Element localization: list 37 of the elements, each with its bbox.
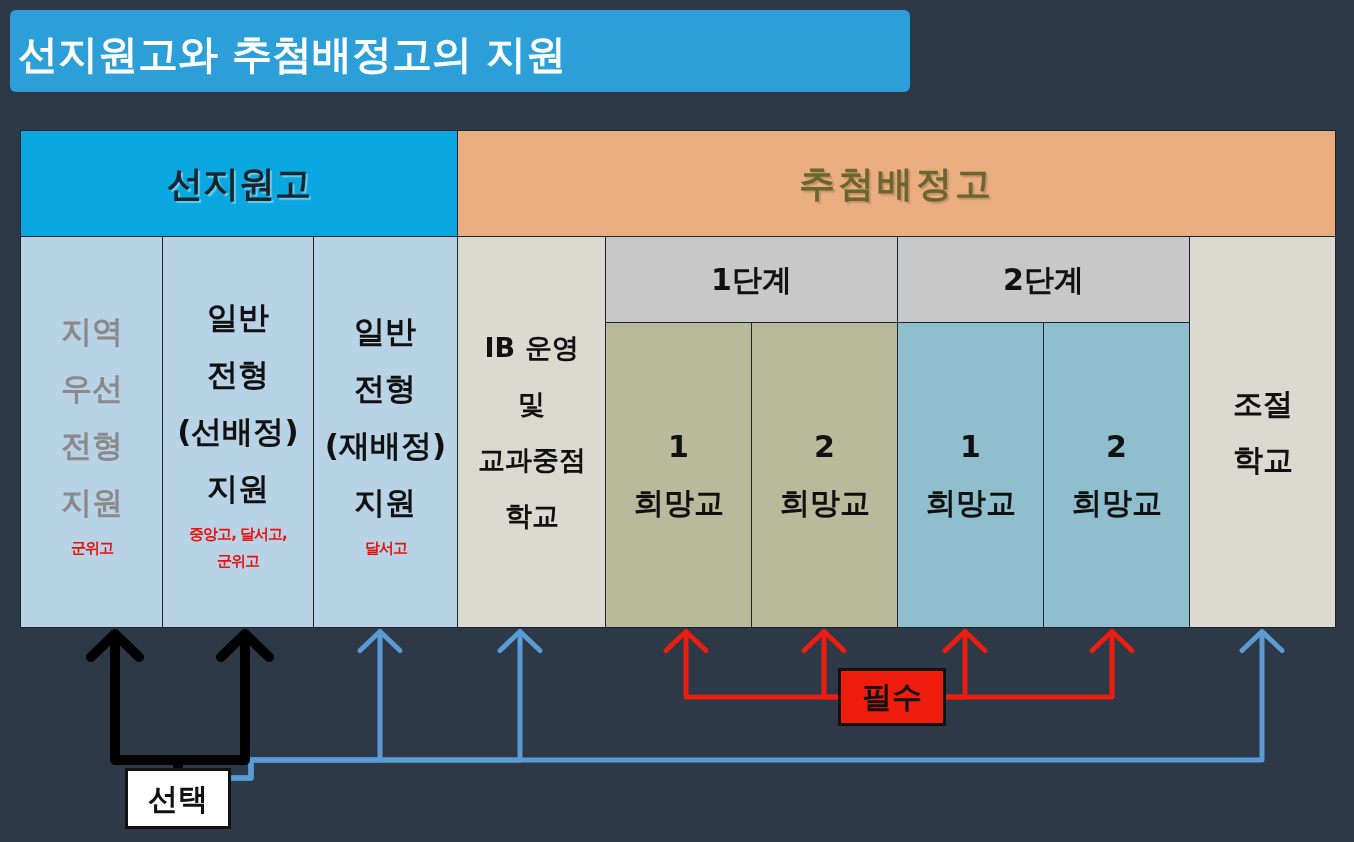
- header-band: [20, 130, 458, 237]
- tag-label: 선택: [148, 779, 208, 818]
- header-text: 추첨배정고: [799, 162, 994, 206]
- tag-box: [125, 768, 231, 829]
- school-names: 달서고: [364, 537, 407, 559]
- stage-label: 1단계: [711, 260, 792, 299]
- table-cell: [20, 236, 163, 628]
- header-cell: [605, 236, 898, 323]
- column-label: IB 운영 및 교과중점 학교: [476, 331, 587, 533]
- header-cell: [897, 236, 1190, 323]
- column-label: 지역 우선 전형 지원: [60, 311, 123, 522]
- table-cell: [751, 322, 898, 628]
- header-text: 선지원고: [167, 162, 311, 206]
- table-cell: [457, 236, 606, 628]
- arrow: [946, 629, 1135, 700]
- column-label: 일반 전형 (선배정) 지원: [177, 298, 299, 508]
- table-cell: [313, 236, 458, 628]
- table-cell: [1043, 322, 1190, 628]
- header-band: [457, 130, 1336, 237]
- tag-label: 필수: [862, 678, 922, 716]
- table-cell: [897, 322, 1044, 628]
- column-label: 2 희망교: [779, 428, 870, 522]
- arrow: [231, 629, 1285, 781]
- title-text: 선지원고와 추첨배정고의 지원: [18, 30, 566, 79]
- school-names: 군위고: [70, 537, 113, 559]
- column-label: 1 희망교: [925, 428, 1016, 522]
- tag-box: [838, 668, 946, 726]
- school-names: 중앙고, 달서고, 군위고: [188, 524, 288, 572]
- stage-label: 2단계: [1003, 260, 1084, 299]
- table-cell: [162, 236, 314, 628]
- column-label: 2 희망교: [1071, 428, 1162, 522]
- table-cell: [605, 322, 752, 628]
- column-label: 조절 학교: [1232, 385, 1293, 479]
- column-label: 1 희망교: [633, 428, 724, 522]
- arrow: [801, 629, 847, 700]
- column-label: 일반 전형 (재배정) 지원: [324, 311, 447, 522]
- table-cell: [1189, 236, 1336, 628]
